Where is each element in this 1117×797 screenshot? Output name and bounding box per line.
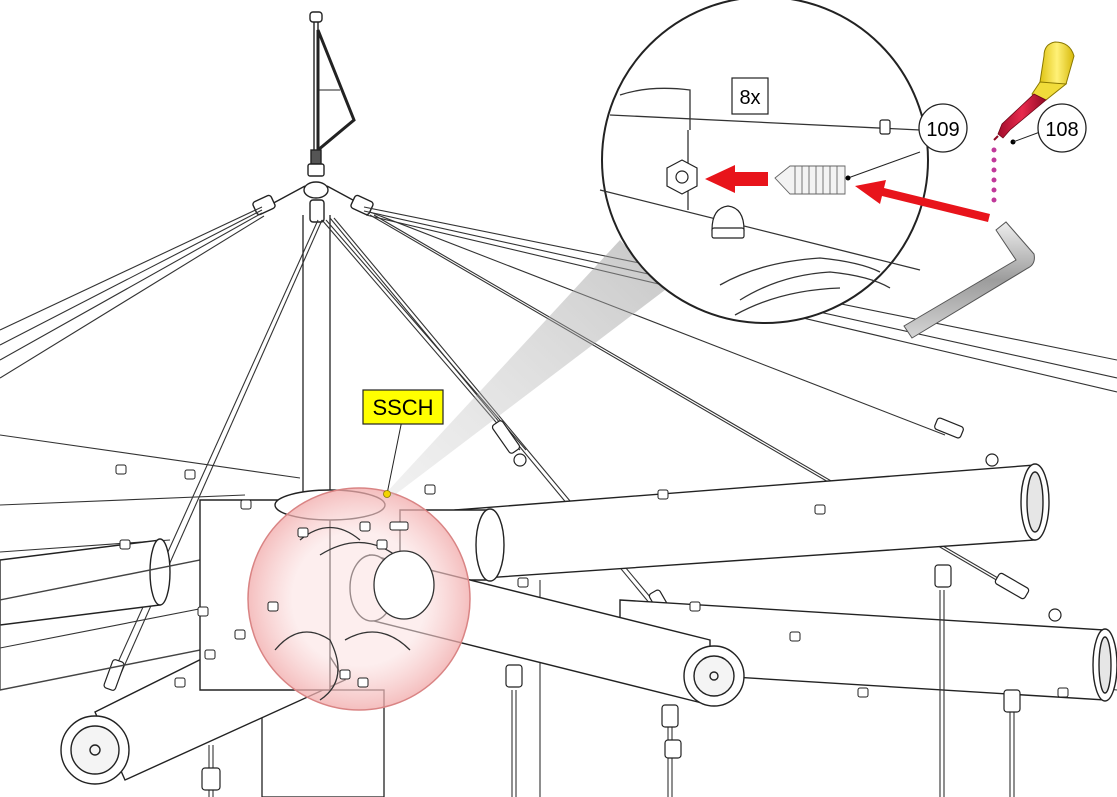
hex-nuts xyxy=(115,464,1069,698)
mast-top xyxy=(252,11,374,223)
part-callout-108: 108 xyxy=(1010,103,1087,153)
beam-left xyxy=(0,538,251,691)
beam-upper-right xyxy=(454,463,1050,581)
svg-text:SSCH: SSCH xyxy=(372,395,433,420)
part-callout-109: 109 xyxy=(845,103,968,181)
hex-key-icon xyxy=(903,221,1035,339)
highlight-circle xyxy=(247,487,471,711)
set-screw-icon xyxy=(774,165,846,195)
detail-magnifier xyxy=(599,0,929,324)
insert-arrow-large xyxy=(855,180,990,222)
insert-arrow-small xyxy=(705,165,768,193)
zoom-beam xyxy=(385,240,665,497)
svg-text:109: 109 xyxy=(926,119,959,141)
adhesive-bottle-icon xyxy=(991,41,1075,203)
quantity-label: 8x xyxy=(731,77,769,115)
svg-text:108: 108 xyxy=(1045,119,1078,141)
detail-ref-label: SSCH xyxy=(362,389,444,498)
svg-text:8x: 8x xyxy=(739,87,760,109)
hanging-hooks xyxy=(201,564,1021,791)
